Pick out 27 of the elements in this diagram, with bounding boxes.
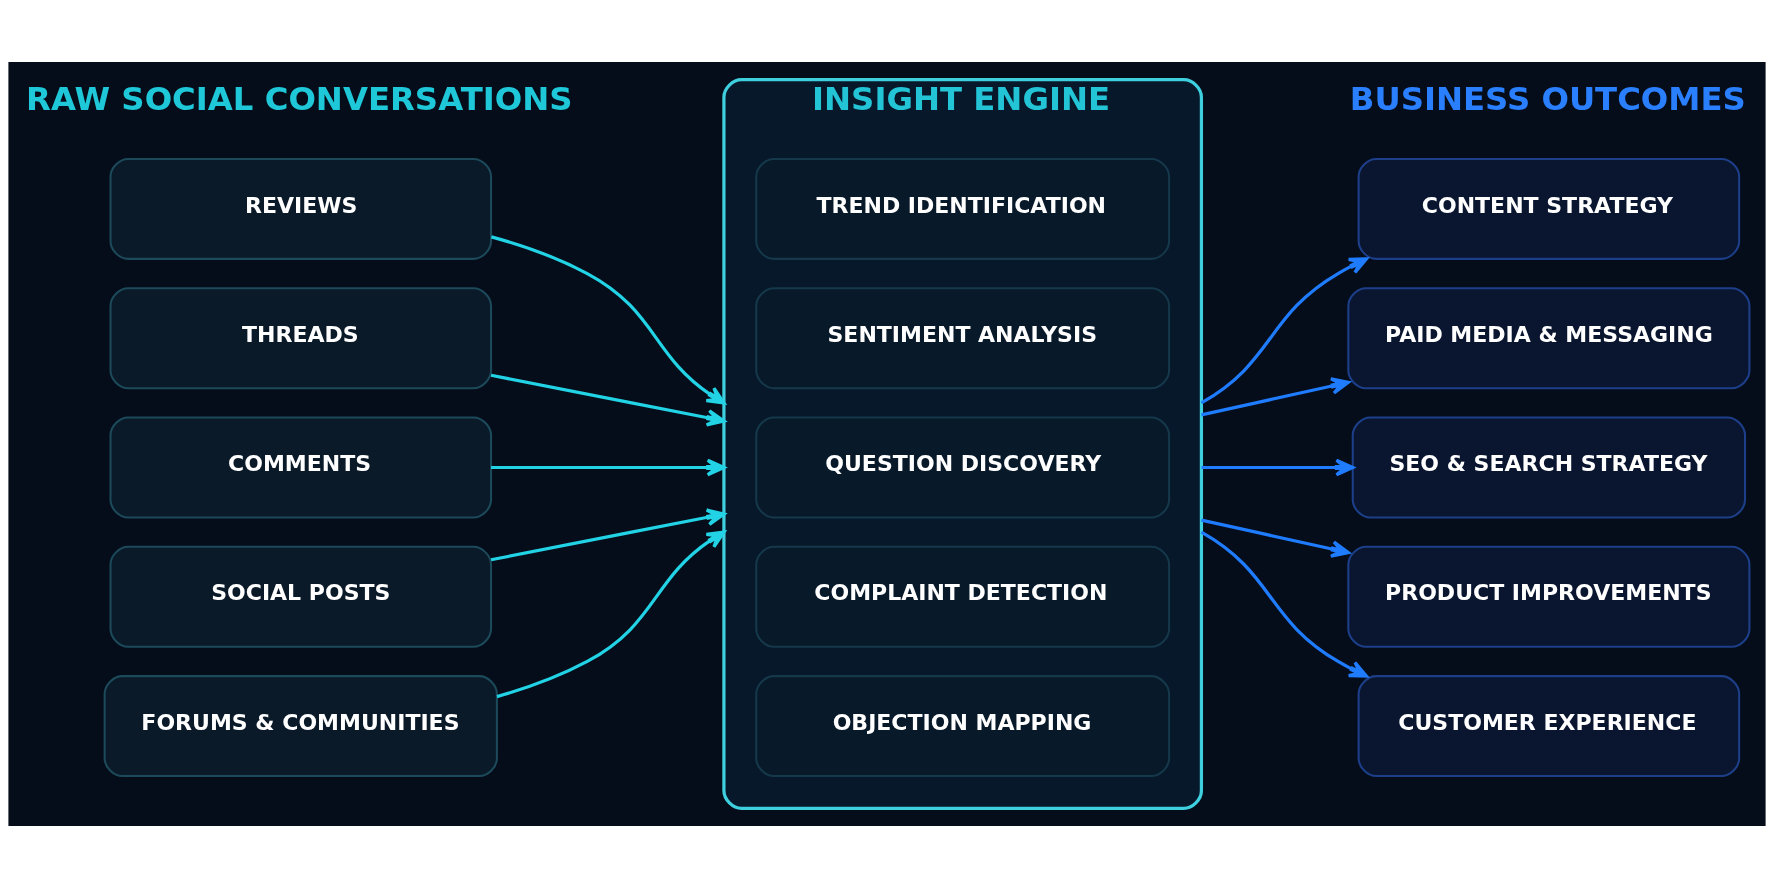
arrow	[1200, 256, 1368, 404]
arrow	[1200, 530, 1368, 678]
arrow	[1201, 458, 1355, 476]
arrow	[490, 373, 726, 427]
arrow	[490, 234, 726, 404]
arrow	[1201, 376, 1350, 416]
node-box: CONTENT STRATEGY	[1357, 157, 1741, 260]
node-box: FORUMS & COMMUNITIES	[103, 674, 498, 777]
node-box: THREADS	[109, 286, 493, 389]
node-box: COMMENTS	[109, 416, 493, 518]
node-box: CUSTOMER EXPERIENCE	[1357, 674, 1741, 777]
node-box: TREND IDENTIFICATION	[755, 157, 1171, 260]
node-box: OBJECTION MAPPING	[755, 674, 1171, 777]
label: RAW SOCIAL CONVERSATIONS	[26, 79, 573, 118]
node-box: PAID MEDIA & MESSAGING	[1347, 286, 1751, 389]
arrow	[496, 530, 726, 698]
node-box: COMPLAINT DETECTION	[755, 545, 1171, 648]
node-box: SOCIAL POSTS	[109, 545, 493, 648]
label: BUSINESS OUTCOMES	[1349, 79, 1746, 118]
node-box: PRODUCT IMPROVEMENTS	[1347, 545, 1751, 648]
node-box: SENTIMENT ANALYSIS	[755, 286, 1171, 389]
node-box: SEO & SEARCH STRATEGY	[1351, 416, 1747, 518]
arrow	[1201, 518, 1350, 558]
node-box: REVIEWS	[109, 157, 493, 260]
node-box: QUESTION DISCOVERY	[755, 416, 1171, 518]
arrow	[490, 507, 726, 561]
arrow	[491, 458, 726, 476]
